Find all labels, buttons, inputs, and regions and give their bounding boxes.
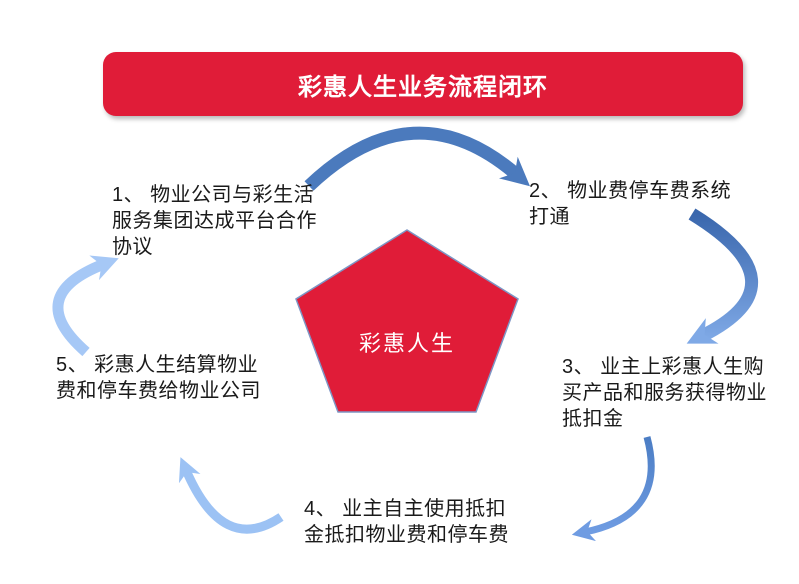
step-4-label: 4、 业主自主使用抵扣 金抵扣物业费和停车费 [304,496,509,548]
step-text-line: 4、 业主自主使用抵扣 [304,498,507,520]
step-1-label: 1、 物业公司与彩生活 服务集团达成平台合作 协议 [112,182,317,260]
step-text-line: 3、 业主上彩惠人生购 [562,356,765,378]
arrow-step4-to-step5 [178,457,284,534]
step-5-label: 5、 彩惠人生结算物业 费和停车费给物业公司 [56,352,261,404]
arrow-step5-to-step1 [52,255,119,357]
step-text-line: 买产品和服务获得物业 [562,382,767,404]
step-text-line: 1、 物业公司与彩生活 [112,184,315,206]
step-text-line: 打通 [529,206,570,228]
step-2-label: 2、 物业费停车费系统 打通 [529,178,731,230]
step-text-line: 抵扣金 [562,408,624,430]
arrow-step1-to-step2 [304,126,530,191]
arrow-step2-to-step3 [686,208,759,344]
step-text-line: 服务集团达成平台合作 [112,210,317,232]
pentagon-label: 彩惠人生 [358,331,455,356]
step-text-line: 费和停车费给物业公司 [56,380,261,402]
step-text-line: 5、 彩惠人生结算物业 [56,354,259,376]
page-title: 彩惠人生业务流程闭环 [298,73,548,101]
title-banner: 彩惠人生业务流程闭环 [103,52,743,116]
step-text-line: 2、 物业费停车费系统 [529,180,732,202]
step-3-label: 3、 业主上彩惠人生购 买产品和服务获得物业 抵扣金 [562,354,767,432]
step-text-line: 金抵扣物业费和停车费 [304,524,509,546]
pentagon-shape [295,229,519,413]
step-text-line: 协议 [112,236,153,258]
arrow-step3-to-step4 [571,436,655,542]
